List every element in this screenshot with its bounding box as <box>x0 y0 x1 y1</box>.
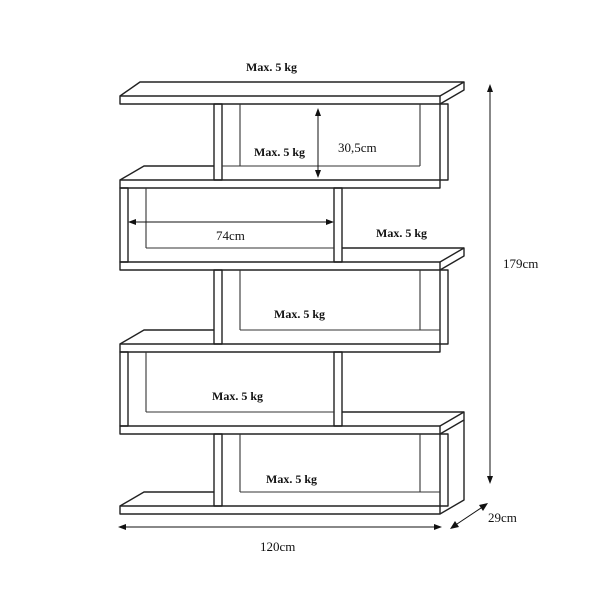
board-5 <box>119 425 441 435</box>
board-bottom-right-depth <box>439 420 465 515</box>
inner-width-label: 74cm <box>216 228 245 243</box>
load-labels: Max. 5 kg Max. 5 kg Max. 5 kg Max. 5 kg … <box>212 60 427 486</box>
load-label-level-5: Max. 5 kg <box>266 472 317 486</box>
board-top <box>119 95 441 105</box>
depth-dim-line <box>453 505 485 527</box>
board-3 <box>119 261 441 271</box>
shelf-height-label: 30,5cm <box>338 140 377 155</box>
depth-arrow-bottom <box>450 521 459 529</box>
board-2 <box>119 179 441 189</box>
board-bottom <box>119 505 441 515</box>
panel-l1-inner <box>213 103 223 181</box>
board-3-depth <box>439 247 465 271</box>
dimension-lines <box>118 84 493 530</box>
dimension-labels: 30,5cm 74cm 179cm 29cm 120cm <box>216 140 538 554</box>
shelf-height-arrow-bottom <box>315 170 321 178</box>
load-label-level-1: Max. 5 kg <box>254 145 305 159</box>
panel-l5-outer <box>439 433 449 507</box>
depth-arrow-top <box>479 503 488 511</box>
load-label-level-3: Max. 5 kg <box>274 307 325 321</box>
board-bottom-depth <box>119 491 214 507</box>
board-4 <box>119 343 441 353</box>
panel-l3-inner <box>213 269 223 345</box>
load-label-level-2: Max. 5 kg <box>376 226 427 240</box>
panel-l2-outer-left <box>119 187 129 263</box>
panel-l2-inner <box>333 187 343 263</box>
panel-l3-outer <box>439 269 449 345</box>
total-width-label: 120cm <box>260 539 295 554</box>
vertical-panels <box>119 103 449 507</box>
board-top-right-depth <box>439 82 465 105</box>
total-width-arrow-left <box>118 524 126 530</box>
inner-width-arrow-left <box>128 219 136 225</box>
board-5-depth <box>439 411 465 435</box>
total-height-arrow-bottom <box>487 476 493 484</box>
panel-l1-outer <box>439 103 449 181</box>
panel-l4-inner <box>333 351 343 427</box>
load-label-top: Max. 5 kg <box>246 60 297 74</box>
shelf-height-arrow-top <box>315 108 321 116</box>
panel-l5-inner <box>213 433 223 507</box>
total-width-arrow-right <box>434 524 442 530</box>
total-height-label: 179cm <box>503 256 538 271</box>
board-top-depth <box>119 81 465 97</box>
total-height-arrow-top <box>487 84 493 92</box>
board-4-depth <box>119 329 214 345</box>
load-label-level-4: Max. 5 kg <box>212 389 263 403</box>
board-2-depth <box>119 165 214 181</box>
panel-l4-outer-left <box>119 351 129 427</box>
inner-width-arrow-right <box>326 219 334 225</box>
depth-label: 29cm <box>488 510 517 525</box>
